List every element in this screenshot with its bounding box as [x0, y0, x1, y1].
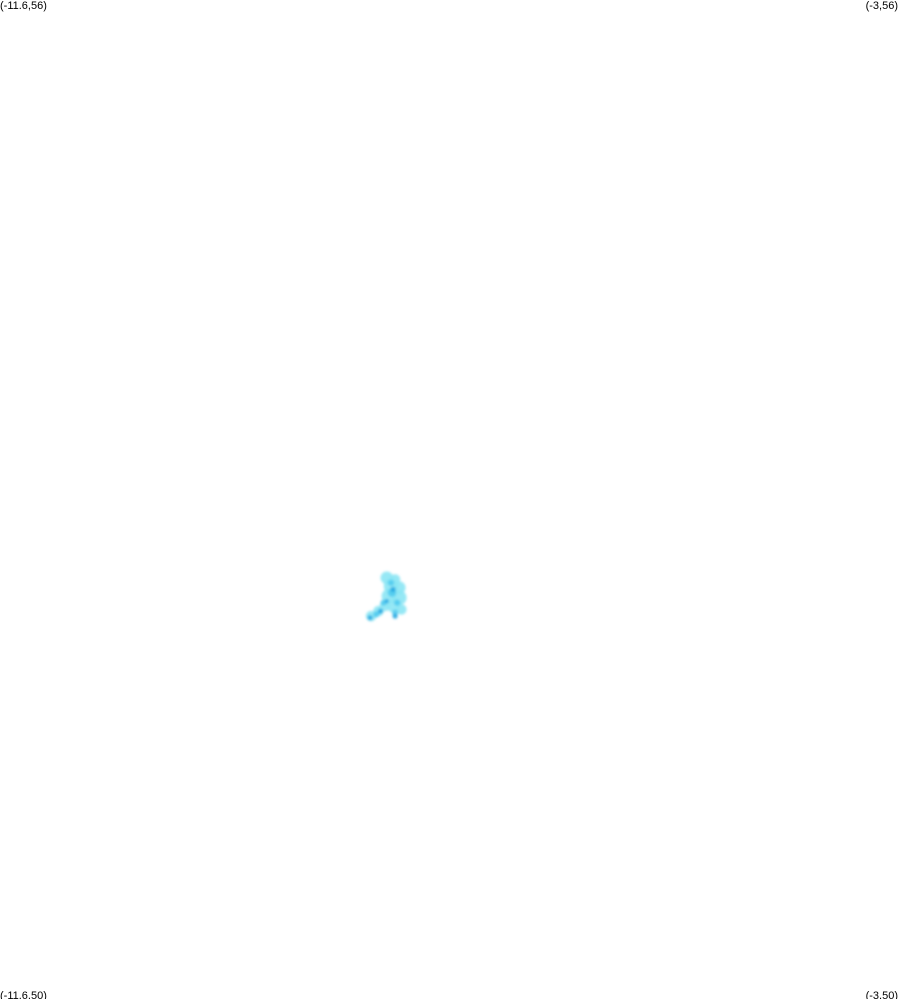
density-blob-light [393, 581, 406, 594]
corner-coordinate-top-left: (-11.6,56) [0, 0, 47, 12]
density-blob-light [396, 604, 407, 615]
density-blob-medium [387, 579, 395, 586]
density-blob-medium [394, 599, 401, 606]
density-blob-dark [377, 608, 384, 614]
density-blob-dark [384, 599, 389, 604]
density-blob-medium [373, 611, 380, 618]
corner-coordinate-bottom-right: (-3,50) [865, 990, 898, 999]
corner-coordinate-bottom-left: (-11.6,50) [0, 990, 47, 999]
density-blob-dark [392, 613, 398, 619]
corner-coordinate-top-right: (-3,56) [865, 0, 898, 12]
density-blob-dark [390, 586, 396, 593]
density-cluster [365, 571, 407, 622]
density-blob-dark [367, 615, 373, 621]
